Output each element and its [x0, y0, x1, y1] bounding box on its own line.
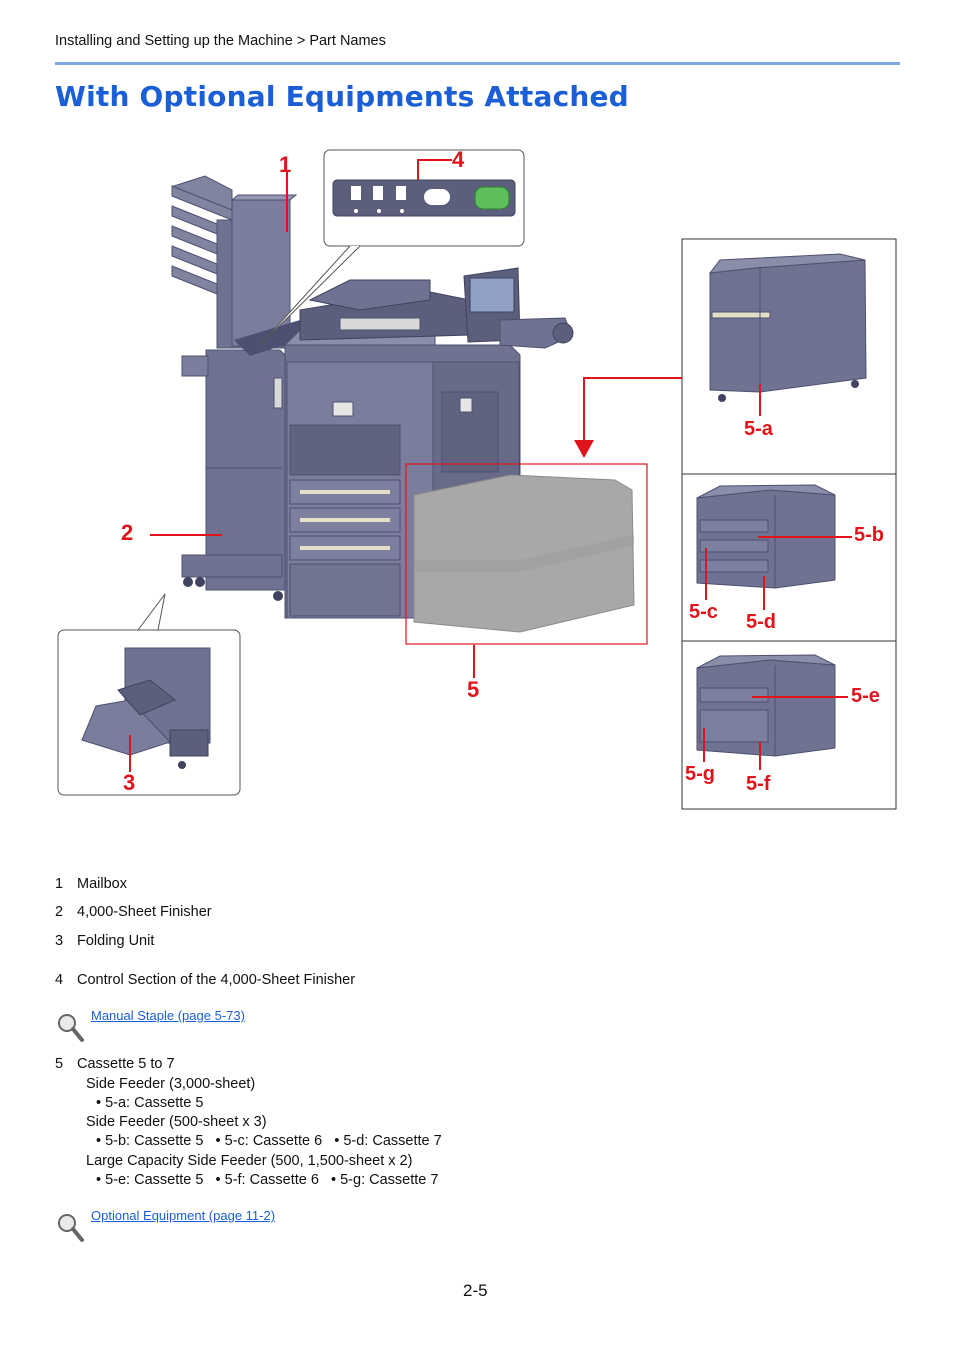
- callout-2: 2: [121, 520, 133, 545]
- page-title: With Optional Equipments Attached: [55, 80, 629, 113]
- callout-5g: 5-g: [685, 763, 715, 785]
- machine-illustration: 1 4 2 3 5 5-a 5-b 5-c 5-d 5-e 5-g 5-f: [57, 147, 897, 810]
- finisher-illustration: [181, 320, 312, 601]
- callout-5f: 5-f: [746, 773, 771, 795]
- magnifier-icon: [58, 1014, 84, 1042]
- item5-line: • 5-e: Cassette 5 • 5-f: Cassette 6 • 5-…: [96, 1172, 439, 1188]
- item5-line: Side Feeder (3,000-sheet): [86, 1076, 256, 1092]
- item5-line: Large Capacity Side Feeder (500, 1,500-s…: [86, 1153, 413, 1169]
- magnifier-icon: [58, 1214, 84, 1242]
- control-section-box: [259, 149, 525, 346]
- optional-equipment-link[interactable]: Optional Equipment (page 11-2): [91, 1208, 276, 1223]
- callout-5e: 5-e: [851, 685, 880, 707]
- item5-line: Side Feeder (500-sheet x 3): [86, 1114, 267, 1130]
- cassette-placeholder: [405, 463, 648, 645]
- mailbox-illustration: [171, 175, 298, 349]
- callout-5b: 5-b: [854, 524, 884, 546]
- callout-3: 3: [123, 770, 135, 795]
- callout-5: 5: [467, 677, 479, 702]
- page-number: 2-5: [463, 1281, 488, 1300]
- item5-line: • 5-a: Cassette 5: [96, 1095, 204, 1111]
- callout-1: 1: [279, 152, 291, 177]
- callout-5d: 5-d: [746, 611, 776, 633]
- callout-5c: 5-c: [689, 601, 718, 623]
- manual-staple-link[interactable]: Manual Staple (page 5-73): [91, 1008, 245, 1023]
- option-panels: [681, 238, 897, 810]
- breadcrumb: Installing and Setting up the Machine > …: [55, 33, 386, 49]
- folding-unit-box: [57, 593, 241, 796]
- header-rule: [55, 62, 900, 65]
- callout-5a: 5-a: [744, 418, 774, 440]
- item5-line: • 5-b: Cassette 5 • 5-c: Cassette 6 • 5-…: [96, 1133, 442, 1149]
- callout-4: 4: [452, 147, 465, 172]
